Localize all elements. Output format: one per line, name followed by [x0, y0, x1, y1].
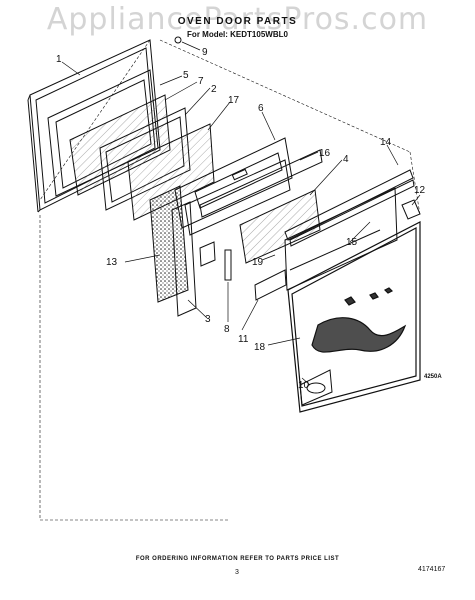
- callout: 4: [343, 154, 349, 165]
- callout: 17: [228, 95, 240, 106]
- part-outer-glass: [239, 189, 321, 264]
- part-inner-door-panel: [174, 137, 293, 229]
- callout: 1: [56, 54, 62, 65]
- callout: 2: [211, 84, 217, 95]
- callout: 11: [238, 334, 249, 345]
- part-window-trim: [254, 187, 398, 301]
- ordering-note: FOR ORDERING INFORMATION REFER TO PARTS …: [135, 556, 340, 562]
- part-vent-panel: [199, 149, 323, 218]
- callout: 18: [254, 342, 266, 353]
- callout-numbers: 1 5 7 2 17 6 16 4 14 12 9 13 15 19 3 8 1…: [56, 47, 426, 391]
- figure-code: 4250A: [424, 374, 442, 380]
- part-hardware: [174, 36, 232, 281]
- callout: 8: [224, 324, 230, 335]
- callout: 14: [380, 137, 392, 148]
- part-handle-end-cap: [401, 199, 421, 220]
- document-number: 4174167: [418, 566, 446, 573]
- callout: 5: [183, 70, 189, 81]
- callout: 19: [252, 257, 264, 268]
- alignment-lines: [39, 39, 421, 521]
- leader-lines: [61, 41, 421, 386]
- callout: 15: [346, 237, 358, 248]
- callout: 12: [414, 185, 426, 196]
- part-middle-glass: [127, 123, 215, 221]
- part-outer-door-panel: [287, 221, 421, 413]
- page-number: 3: [235, 569, 239, 576]
- callout: 3: [205, 314, 211, 325]
- callout: 16: [319, 148, 331, 159]
- callout: 6: [258, 103, 264, 114]
- part-door-handle: [284, 169, 415, 247]
- part-insulation: [149, 185, 189, 303]
- callout: 10: [298, 380, 310, 391]
- callout: 7: [198, 76, 204, 87]
- callout: 13: [106, 257, 118, 268]
- diagram-title: OVEN DOOR PARTS: [177, 16, 298, 27]
- callout: 9: [202, 47, 208, 58]
- model-line: For Model: KEDT105WBL0: [187, 30, 288, 39]
- part-badge: [299, 369, 333, 406]
